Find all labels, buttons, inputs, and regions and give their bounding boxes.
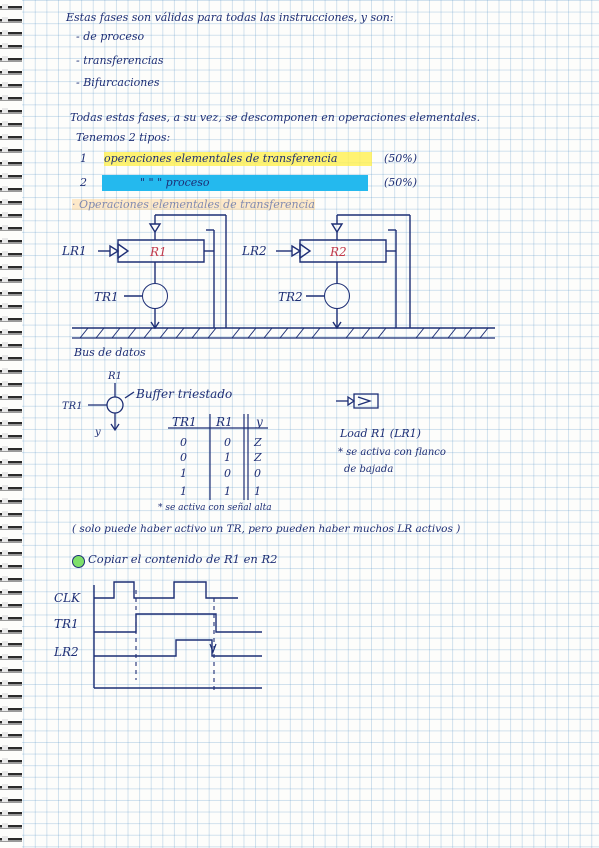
tr2-label: TR2: [278, 290, 303, 304]
table-cell: 1: [180, 467, 187, 480]
bus-label: Bus de datos: [74, 346, 146, 359]
timing-clk-label: CLK: [54, 591, 81, 605]
timing-lr2-label: LR2: [54, 645, 79, 659]
highlight-type2: [102, 175, 368, 191]
type2-percent: (50%): [384, 176, 418, 189]
decompose-line: Todas estas fases, a su vez, se descompo…: [70, 111, 481, 124]
buffer-y-label: y: [95, 427, 101, 438]
load-note-2: de bajada: [344, 464, 394, 475]
table-cell: 1: [224, 451, 231, 464]
table-cell: 0: [224, 467, 231, 480]
tr-lr-remark: ( solo puede haber activo un TR, pero pu…: [72, 523, 461, 535]
table-cell: 0: [180, 451, 187, 464]
type1-percent: (50%): [384, 152, 418, 165]
type1-text: operaciones elementales de transferencia: [104, 152, 338, 165]
table-header-r1: R1: [216, 415, 233, 429]
intro-item-proceso: - de proceso: [76, 30, 145, 43]
tr1-label: TR1: [94, 290, 119, 304]
buffer-r1-label: R1: [108, 371, 122, 382]
type1-number: 1: [80, 152, 87, 165]
type2-text: " " " proceso: [140, 176, 210, 189]
table-cell: Z: [254, 436, 262, 449]
r1-label: R1: [150, 245, 167, 259]
buffer-note: * se activa con señal alta: [158, 503, 272, 513]
green-bullet: [72, 555, 85, 568]
table-header-y: y: [256, 415, 263, 429]
lr2-label: LR2: [242, 244, 267, 258]
table-cell: 1: [254, 485, 261, 498]
table-cell: 1: [180, 485, 187, 498]
copy-title: Copiar el contenido de R1 en R2: [88, 552, 278, 566]
lr1-label: LR1: [62, 244, 87, 258]
table-cell: 0: [224, 436, 231, 449]
load-note-1: * se activa con flanco: [338, 447, 446, 458]
decompose-types-line: Tenemos 2 tipos:: [76, 131, 171, 144]
intro-line: Estas fases son válidas para todas las i…: [66, 11, 394, 24]
table-cell: 0: [180, 436, 187, 449]
tr1-buffer-circle: [142, 283, 168, 309]
intro-item-transferencias: - transferencias: [76, 54, 164, 67]
type2-number: 2: [80, 176, 87, 189]
tr2-buffer-circle: [324, 283, 350, 309]
r2-label: R2: [330, 245, 347, 259]
highlight-type1: [104, 152, 372, 166]
intro-item-bifurcaciones: - Bifurcaciones: [76, 76, 160, 89]
table-cell: Z: [254, 451, 262, 464]
transfer-ops-heading: · Operaciones elementales de transferenc…: [72, 198, 315, 211]
table-header-tr1: TR1: [172, 415, 197, 429]
load-label: Load R1 (LR1): [340, 427, 421, 440]
notebook-holes: [2, 0, 8, 848]
buffer-title: Buffer triestado: [136, 387, 233, 401]
buffer-tr1-label: TR1: [62, 401, 83, 412]
table-cell: 1: [224, 485, 231, 498]
timing-tr1-label: TR1: [54, 617, 79, 631]
table-cell: 0: [254, 467, 261, 480]
